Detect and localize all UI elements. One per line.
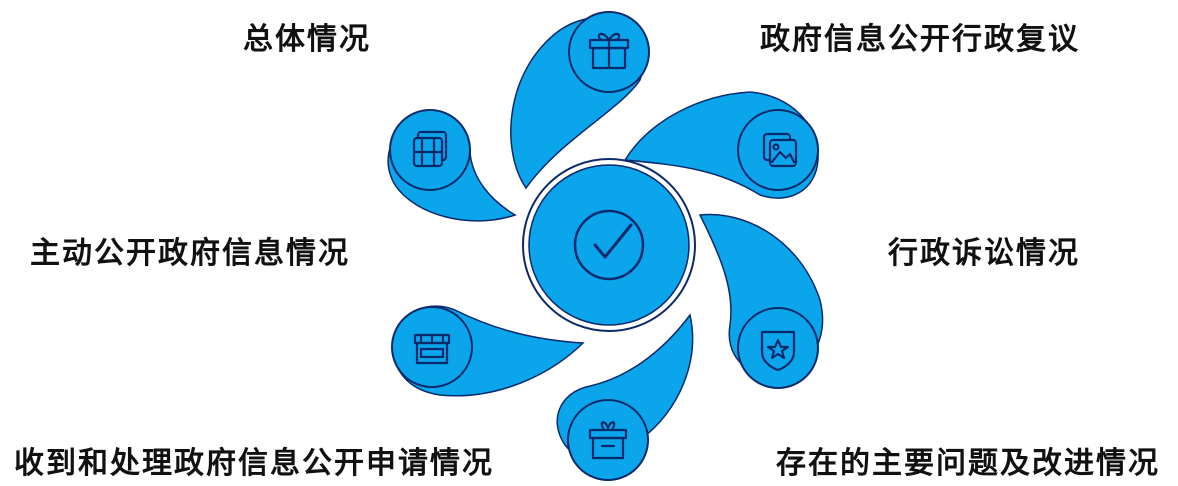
gift-icon [568, 11, 650, 93]
badge-star-icon [737, 307, 819, 389]
film-window-icon [389, 109, 471, 191]
section-label-litigation: 行政诉讼情况 [888, 236, 1080, 271]
box-icon [567, 399, 649, 481]
section-label-problems: 存在的主要问题及改进情况 [776, 446, 1160, 481]
storefront-icon [391, 306, 473, 388]
section-label-proactive-disclosure: 主动公开政府信息情况 [30, 236, 350, 271]
image-gallery-icon [737, 109, 819, 191]
center-hub [522, 158, 696, 332]
section-label-requests: 收到和处理政府信息公开申请情况 [14, 446, 494, 481]
section-label-overall: 总体情况 [243, 22, 371, 57]
section-label-administrative-review: 政府信息公开行政复议 [760, 22, 1080, 57]
check-circle-icon [573, 209, 645, 281]
